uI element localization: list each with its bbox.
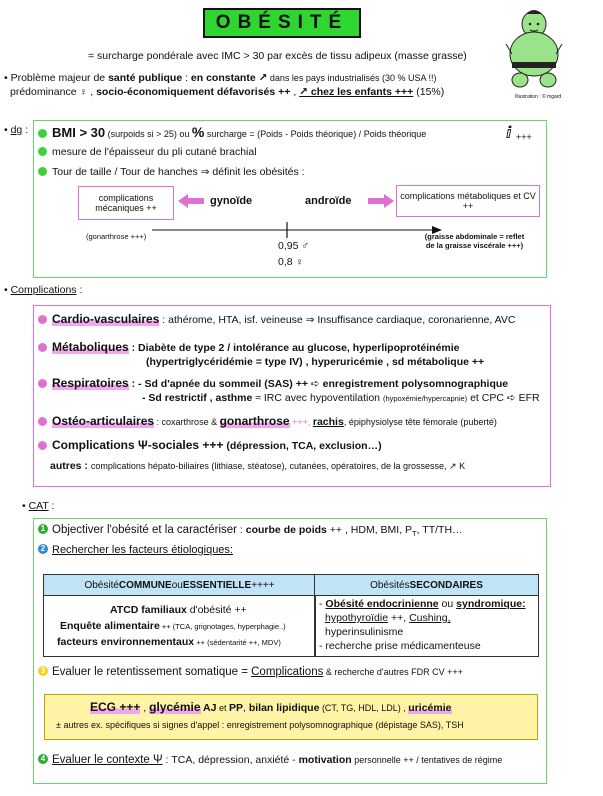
- cat-label: • CAT :: [22, 500, 55, 512]
- comp-resp-2: - Sd restrictif , asthme ≈ IRC avec hypo…: [142, 392, 540, 404]
- table-medicaments: - recherche prise médicamenteuse: [319, 640, 481, 652]
- bullet-icon: [38, 314, 47, 324]
- arrow-right-icon: [368, 194, 394, 208]
- step-1-badge: 1: [38, 524, 48, 535]
- bullet-icon: [38, 342, 47, 352]
- page-title: OBÉSITÉ: [203, 8, 361, 38]
- dg-label: • dg :: [4, 124, 29, 136]
- arrow-left-icon: [178, 194, 204, 208]
- bullet-icon: [38, 166, 47, 176]
- complications-label: • Complications :: [4, 284, 83, 296]
- dg-item-bmi-plus: +++: [516, 132, 532, 142]
- box-complications-mecaniques: complications mécaniques ++: [78, 186, 174, 220]
- table-hyperinsulinisme: hyperinsulinisme: [325, 626, 404, 638]
- step-2-badge: 2: [38, 544, 48, 555]
- table-enquete: Enquête alimentaire ++ (TCA, grignotages…: [60, 620, 286, 632]
- table-cell-secondaires: [314, 595, 539, 657]
- intro-line-1: • Problème majeur de santé publique : en…: [4, 72, 437, 84]
- table-endocrinienne: - Obésité endocrinienne ou syndromique:: [319, 598, 526, 610]
- step-4-badge: 4: [38, 754, 48, 765]
- comp-meta-2: (hypertriglycéridémie = type IV) , hyper…: [146, 356, 485, 368]
- table-header-commune: Obésité COMMUNE ou ESSENTIELLE ++++: [43, 574, 316, 596]
- table-facteurs: facteurs environnementaux ++ (sédentarit…: [57, 636, 281, 648]
- sumo-illustration: [505, 10, 563, 88]
- comp-psy: Complications Ψ-sociales +++ (dépression…: [38, 438, 382, 452]
- dg-item-tour: Tour de taille / Tour de hanches ⇒ défin…: [38, 166, 305, 178]
- gonarthrose-note: (gonarthrose +++): [86, 232, 147, 241]
- bullet-icon: [38, 440, 47, 450]
- bilan-line-1: ECG +++ , glycémie AJ et PP, bilan lipid…: [90, 700, 452, 714]
- dg-item-bmi: BMI > 30 (surpoids si > 25) ou % surchar…: [38, 124, 426, 140]
- cat-box: [33, 518, 547, 784]
- bullet-icon: [38, 128, 47, 138]
- table-header-secondaires: Obésités SECONDAIRES: [314, 574, 539, 596]
- bullet-icon: [38, 416, 47, 426]
- comp-meta: Métaboliques : Diabète de type 2 / intol…: [38, 340, 460, 354]
- step-3-badge: 3: [38, 666, 48, 677]
- comp-resp: Respiratoires : - Sd d'apnée du sommeil …: [38, 376, 508, 390]
- complications-box: [33, 305, 551, 487]
- graisse-note: (graisse abdominale = reflet de la grais…: [424, 232, 525, 250]
- bullet-icon: [38, 146, 47, 156]
- definition: = surcharge pondérale avec IMC > 30 par …: [88, 50, 467, 62]
- illustration-credit: Illustration : © mgard: [515, 94, 562, 100]
- label-androide: androïde: [305, 195, 352, 207]
- intro-line-2: prédominance ♀ , socio-économiquement dé…: [10, 86, 445, 98]
- axis-line: [152, 222, 442, 238]
- comp-autres: autres : complications hépato-biliaires …: [50, 460, 466, 472]
- caliper-icon: ⅈ: [506, 125, 512, 142]
- comp-osteo: Ostéo-articulaires : coxarthrose & gonar…: [38, 414, 497, 428]
- dg-item-pli: mesure de l'épaisseur du pli cutané brac…: [38, 146, 257, 158]
- box-complications-metaboliques: complications métaboliques et CV ++: [396, 185, 540, 217]
- ratio-female: 0,8 ♀: [278, 256, 304, 268]
- comp-cardio: Cardio-vasculaires : athérome, HTA, isf.…: [38, 312, 515, 326]
- label-gynoide: gynoïde: [210, 195, 253, 207]
- table-hypothyroidie: hypothyroïdie ++, Cushing,: [325, 612, 451, 624]
- bullet-icon: [38, 378, 47, 388]
- bilan-line-2: ± autres ex. spécifiques si signes d'app…: [56, 720, 464, 730]
- table-cell-commune: [43, 595, 316, 657]
- dg-box: [33, 120, 547, 278]
- table-atcd: ATCD familiaux d'obésité ++: [110, 604, 247, 616]
- ratio-male: 0,95 ♂: [278, 240, 310, 252]
